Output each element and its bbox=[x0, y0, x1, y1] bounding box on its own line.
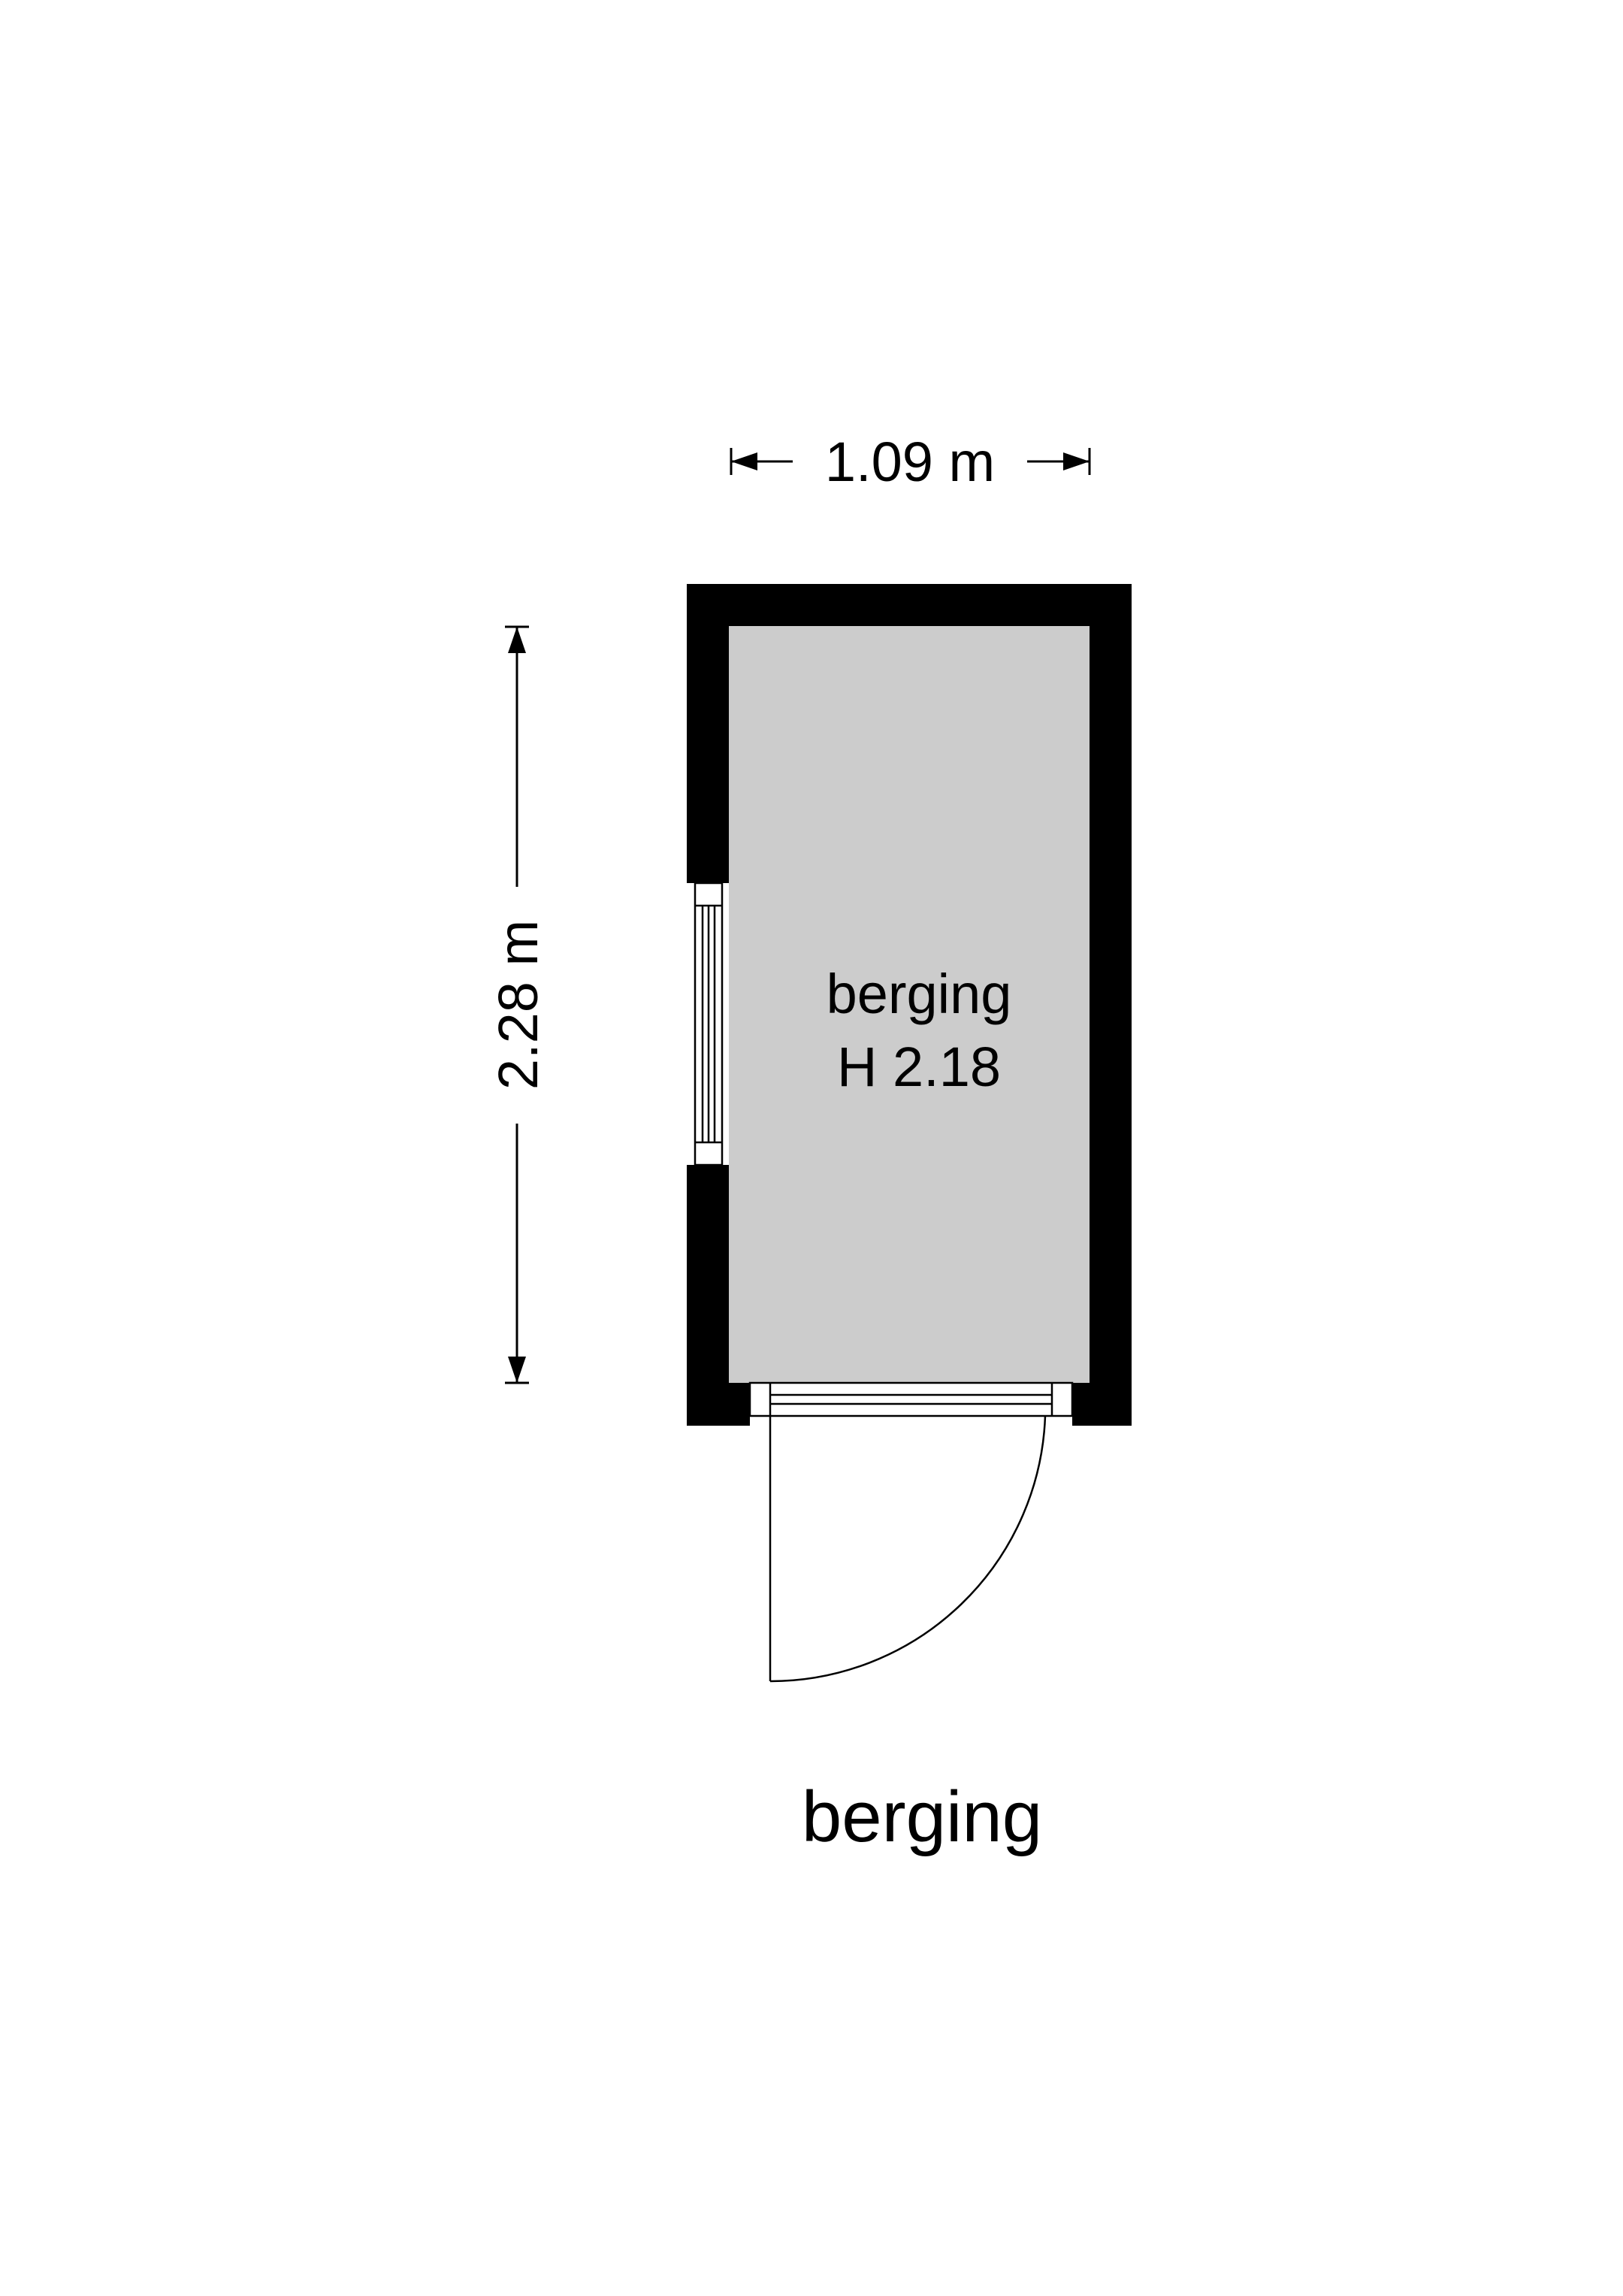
length-dim-arrow-bottom bbox=[508, 1357, 526, 1383]
room-floor bbox=[729, 626, 1090, 1383]
width-dim-arrow-right bbox=[1063, 452, 1090, 470]
room-height-label: H 2.18 bbox=[837, 1036, 1001, 1098]
width-dimension-label: 1.09 m bbox=[825, 431, 995, 493]
wall-right bbox=[1090, 584, 1132, 1426]
wall-top bbox=[687, 584, 1132, 626]
wall-bottom-left bbox=[687, 1383, 750, 1426]
plan-title: berging bbox=[802, 1777, 1042, 1857]
window bbox=[694, 882, 724, 1166]
wall-left-upper bbox=[687, 584, 729, 883]
width-dim-arrow-left bbox=[731, 452, 757, 470]
door-swing-arc bbox=[769, 1415, 1047, 1683]
door-frame bbox=[748, 1381, 1074, 1417]
length-dim-arrow-top bbox=[508, 627, 526, 653]
wall-bottom-right bbox=[1072, 1383, 1132, 1426]
door bbox=[748, 1381, 1074, 1683]
walls bbox=[687, 584, 1132, 1426]
length-dimension: 2.28 m bbox=[487, 625, 549, 1384]
room-name-label: berging bbox=[827, 963, 1012, 1025]
length-dimension-label: 2.28 m bbox=[487, 920, 549, 1090]
width-dimension: 1.09 m bbox=[730, 431, 1091, 493]
wall-left-lower bbox=[687, 1165, 729, 1426]
